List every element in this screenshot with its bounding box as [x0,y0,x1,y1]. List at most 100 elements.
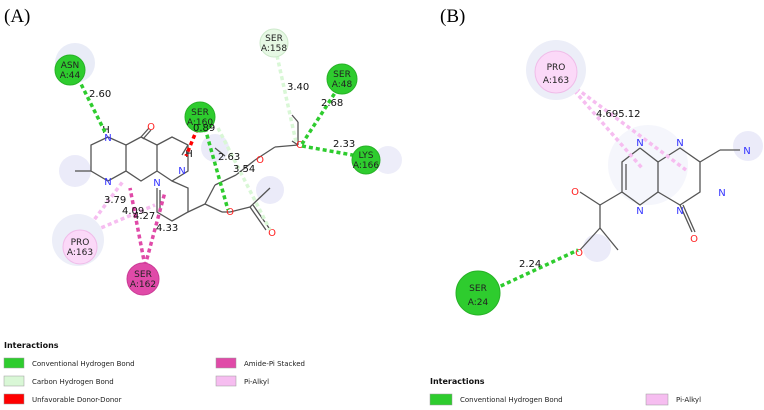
atom-n: N [104,133,111,144]
panel-a-alkyl-halos [59,134,402,204]
panel-b-residues: PRO A:163 SER A:24 [455,40,586,316]
atom-n: N [676,138,683,149]
carbon-hbond-ser160 [216,127,272,231]
residue-ser162: SER A:162 [126,262,160,296]
residue-asn44-line1: ASN [61,61,80,71]
residue-pro163-a: PRO A:163 [52,214,104,266]
legend-swatch-conventional [3,357,25,369]
legend-item: Pi-Alkyl [244,378,269,386]
panel-a-label: (A) [4,6,30,27]
atom-o: O [690,234,698,245]
residue-ser48-line2: A:48 [332,80,353,90]
residue-pro163-b-line1: PRO [547,63,566,73]
atom-o: O [147,122,155,133]
residue-pro163-b: PRO A:163 [526,40,586,100]
legend-swatch-amide-pi [215,357,237,369]
distance-label: 2.33 [333,139,355,150]
residue-asn44: ASN A:44 [54,43,95,86]
legend-swatch-pi-alkyl [645,393,669,406]
carbon-hbond-ser158 [272,41,298,143]
atom-o: O [575,248,583,259]
distance-label: 0.89 [193,123,215,134]
legend-title: Interactions [430,377,485,386]
residue-lys166: LYS A:166 [351,145,381,175]
pi-alkyl-pro163-b [81,203,156,238]
residue-pro163-line1: PRO [71,238,90,248]
atom-n: N [153,178,160,189]
distance-label: 2.63 [218,152,240,163]
panel-b-distances: 4.695.12 2.24 [519,109,641,270]
residue-ser162-line2: A:162 [130,280,156,290]
distance-label: 4.695.12 [596,109,641,120]
atom-o: O [256,155,264,166]
panel-b-atoms: N N N N N N O O O [571,138,751,259]
atom-o: O [296,140,304,151]
amide-pi-ser162-a [128,187,147,267]
legend-item: Unfavorable Donor-Donor [32,396,122,404]
atom-h: H [185,149,193,160]
distance-label: 2.24 [519,259,541,270]
panel-b-label: (B) [440,6,465,27]
atom-o: O [268,228,276,239]
legend-item: Pi-Alkyl [676,396,701,404]
panel-a-legend: Interactions Conventional Hydrogen Bond … [3,341,305,405]
hbond-ser48 [300,81,344,145]
residue-lys166-line2: A:166 [353,161,379,171]
legend-swatch-pi-alkyl [215,375,237,387]
residue-asn44-line2: A:44 [60,71,81,81]
legend-item: Conventional Hydrogen Bond [32,360,135,368]
residue-ser48: SER A:48 [326,63,358,95]
distance-label: 2.68 [321,98,343,109]
panel-b-interactions [487,78,688,294]
atom-n: N [636,206,643,217]
amide-pi-ser162-b [143,191,167,267]
hbond-asn44 [73,71,108,135]
residue-pro163-line2: A:163 [67,248,93,258]
residue-ser162-line1: SER [134,270,152,280]
atom-n: N [178,166,185,177]
residue-ser160: SER A:160 [184,101,216,133]
residue-ser158-line1: SER [265,34,283,44]
unfavorable-ser160 [184,121,202,157]
residue-ser24: SER A:24 [455,270,501,316]
residue-ser24-line2: A:24 [468,298,489,308]
legend-title: Interactions [4,341,59,350]
hbond-ser160 [203,127,230,211]
atom-o: O [571,187,579,198]
panel-a-distances: 2.60 3.40 2.68 0.89 2.33 2.63 3.54 3.79 … [89,82,355,234]
residue-lys166-line1: LYS [358,151,373,161]
legend-item: Conventional Hydrogen Bond [460,396,563,404]
panel-b-molecule [579,147,740,251]
residue-ser160-line1: SER [191,108,209,118]
atom-n: N [104,177,111,188]
residue-ser160-line2: A:160 [187,118,213,128]
legend-item: Amide-Pi Stacked [244,360,305,368]
distance-label: 3.40 [287,82,309,93]
residue-ser48-line1: SER [333,70,351,80]
hbond-lys166 [301,144,359,158]
legend-item: Carbon Hydrogen Bond [32,378,114,386]
pi-alkyl-pro163-b1 [563,78,644,170]
panel-a-residues: ASN A:44 SER A:158 SER A:48 SER A:160 LY… [52,28,381,296]
distance-label: 4.09 [122,206,144,217]
distance-label: 4.33 [156,223,178,234]
panel-b-legend: Interactions Conventional Hydrogen Bond … [429,377,701,406]
legend-swatch-unfavorable [3,393,25,405]
residue-pro163-b-line2: A:163 [543,76,569,86]
atom-n: N [718,188,725,199]
legend-swatch-carbon [3,375,25,387]
hbond-ser24 [487,248,579,294]
atom-n: N [636,138,643,149]
panel-b-alkyl-halos [583,125,763,262]
legend-swatch-conventional [429,393,453,406]
distance-label: 3.79 [104,195,126,206]
distance-label: 3.54 [233,164,255,175]
distance-label: 4.27 [133,211,155,222]
residue-ser158: SER A:158 [259,28,289,58]
residue-ser158-line2: A:158 [261,44,287,54]
atom-n: N [676,206,683,217]
pi-alkyl-pro163-a [80,178,126,238]
atom-o: O [226,207,234,218]
panel-a-interactions [73,41,359,267]
